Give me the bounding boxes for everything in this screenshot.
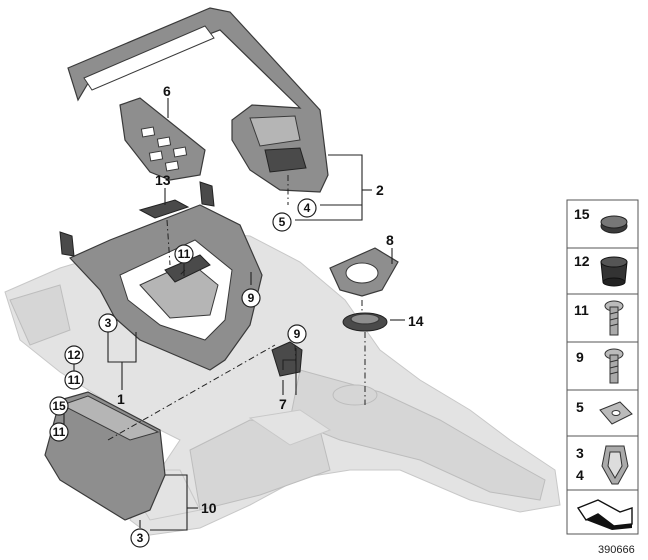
callout-labels: 2 4 5 6 13 11 8 9 3 1 14 9 7 12 11 15 11…: [49, 83, 424, 548]
trim-bezel-part-2: [67, 7, 329, 193]
callout-13: 13: [155, 172, 171, 188]
callout-circle-9b: [287, 324, 307, 344]
callout-9b: 9: [294, 327, 301, 341]
callout-7: 7: [279, 396, 287, 412]
legend-label-11: 11: [574, 302, 589, 318]
plug-cap-icon: [600, 215, 628, 234]
disc-part-14: [342, 312, 388, 332]
bent-arrow-icon: [576, 499, 633, 530]
screw-icon: [604, 300, 624, 336]
bracket-part-7: [271, 341, 303, 377]
callout-6: 6: [163, 83, 171, 99]
callout-circle-4: [297, 198, 317, 218]
small-parts-legend: 15 12 11 9 5: [566, 199, 639, 535]
callout-circle-9a: [241, 288, 261, 308]
callout-circle-11c: [49, 422, 69, 442]
callout-3b: 3: [137, 531, 144, 545]
callout-11b: 11: [68, 373, 81, 387]
leader-lines: [63, 98, 405, 531]
screw-icon: [604, 348, 624, 384]
callout-14: 14: [408, 313, 424, 329]
legend-label-3: 3: [576, 445, 584, 461]
pad-part-13: [138, 199, 190, 219]
diagram-number: 390666: [598, 544, 635, 556]
callout-circle-15: [49, 396, 69, 416]
callout-5: 5: [279, 215, 286, 229]
grommet-icon: [600, 256, 628, 287]
callout-circle-11b: [64, 370, 84, 390]
legend-label-9: 9: [576, 349, 584, 365]
callout-circle-11a: [174, 244, 194, 264]
legend-label-4: 4: [576, 467, 584, 483]
ring-trim-part-8: [329, 247, 399, 297]
callout-8: 8: [386, 232, 394, 248]
callout-circle-12: [64, 345, 84, 365]
callout-10: 10: [201, 500, 217, 516]
callout-11c: 11: [53, 425, 66, 439]
callout-2: 2: [376, 182, 384, 198]
callout-circle-5: [272, 212, 292, 232]
spring-clip-icon: [601, 445, 629, 485]
callout-3a: 3: [105, 316, 112, 330]
legend-label-5: 5: [576, 399, 584, 415]
legend-label-15: 15: [574, 206, 590, 222]
callout-12: 12: [67, 348, 81, 362]
callout-11a: 11: [178, 247, 191, 261]
callout-4: 4: [304, 201, 311, 215]
console-carrier-part-1: [59, 181, 263, 371]
callout-1: 1: [117, 391, 125, 407]
callout-9a: 9: [248, 291, 255, 305]
legend-label-12: 12: [574, 253, 590, 269]
callout-circle-3b: [130, 528, 150, 548]
callout-circle-3a: [98, 313, 118, 333]
callout-15: 15: [52, 399, 66, 413]
switch-panel-part-6: [119, 97, 206, 181]
clip-nut-icon: [599, 401, 633, 425]
